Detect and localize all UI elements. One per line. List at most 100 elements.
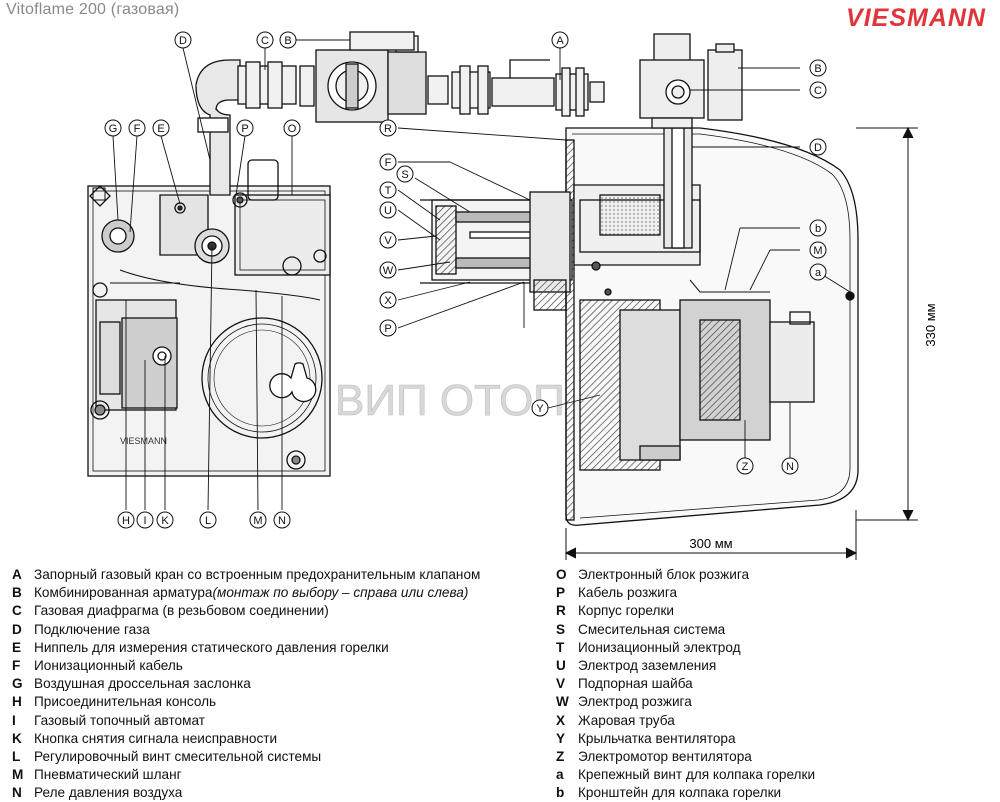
callout-P-side: P [379, 319, 397, 337]
legend-item: L Регулировочный винт смесительной систем… [12, 748, 557, 766]
legend-text: Крепежный винт для колпака горелки [578, 767, 816, 783]
gas-train [237, 31, 605, 123]
svg-text:F: F [134, 123, 141, 135]
svg-text:B: B [814, 63, 821, 75]
legend-text: Электронный блок розжига [578, 567, 750, 582]
svg-text:M: M [253, 515, 262, 527]
side-view-valve [639, 33, 743, 129]
callout-K: K [156, 511, 174, 529]
legend-letter: F [12, 657, 21, 673]
legend-text: Крыльчатка вентилятора [578, 730, 736, 746]
callout-A: A [551, 31, 569, 49]
legend-text: Регулировочный винт смесительной системы [34, 748, 322, 764]
legend-letter: R [556, 603, 566, 619]
legend-item: M Пневматический шланг [12, 766, 557, 784]
callout-L: L [199, 511, 217, 529]
legend-text: Ионизационный электрод [578, 639, 741, 655]
legend-letter: U [556, 657, 566, 673]
legend-text: Ниппель для измерения статического давле… [34, 639, 389, 655]
callout-markers: D C B A B C D R G F E P O H I K L M N F … [104, 31, 827, 529]
legend-letter: Z [556, 748, 565, 764]
callout-Z: Z [736, 457, 754, 475]
svg-text:B: B [284, 35, 291, 47]
legend-letter: V [556, 676, 566, 692]
legend-letter: T [556, 639, 565, 655]
side-view [420, 127, 859, 526]
legend-text: Жаровая труба [578, 712, 675, 728]
dimension-width: 300 мм [689, 536, 732, 551]
svg-text:E: E [157, 123, 164, 135]
callout-a: a [809, 263, 827, 281]
svg-text:P: P [241, 123, 248, 135]
callout-N-front: N [273, 511, 291, 529]
svg-text:R: R [384, 123, 392, 135]
legend-text: Кнопка снятия сигнала неисправности [34, 730, 278, 746]
legend-text: Газовый топочный автомат [34, 712, 205, 728]
legend-letter: b [556, 785, 565, 801]
svg-text:A: A [556, 35, 564, 47]
callout-B-front: B [279, 31, 297, 49]
svg-text:W: W [383, 265, 394, 277]
dimension-lines [564, 126, 918, 560]
svg-text:N: N [278, 515, 286, 527]
legend-text: Реле давления воздуха [34, 785, 183, 801]
legend-text: Ионизационный кабель [34, 657, 183, 673]
callout-E: E [152, 119, 170, 137]
legend-text: Газовая диафрагма (в резьбовом соединени… [34, 603, 329, 619]
callout-F-side: F [379, 153, 397, 171]
legend-text: Пневматический шланг [34, 767, 182, 783]
legend-text: Кабель розжига [578, 585, 678, 601]
legend-letter: E [12, 639, 22, 655]
svg-text:V: V [384, 235, 392, 247]
legend-text: Подключение газа [34, 621, 150, 637]
svg-text:X: X [384, 295, 392, 307]
svg-text:Y: Y [536, 403, 544, 415]
svg-text:F: F [385, 157, 392, 169]
callout-M-side: M [809, 241, 827, 259]
burner-diagram: ВИП ОТОПЛЕНИЕ [87, 31, 938, 560]
svg-text:L: L [205, 515, 211, 527]
callout-D-front: D [174, 31, 192, 49]
callout-W: W [379, 261, 397, 279]
callout-F-front: F [128, 119, 146, 137]
legend-letter: L [12, 748, 21, 764]
svg-text:D: D [814, 142, 822, 154]
svg-text:G: G [109, 123, 118, 135]
legend-letter: X [556, 712, 566, 728]
svg-text:C: C [261, 35, 269, 47]
svg-text:b: b [815, 223, 821, 235]
svg-text:U: U [384, 205, 392, 217]
page-title: Vitoflame 200 (газовая) [6, 1, 180, 18]
svg-text:M: M [813, 245, 822, 257]
legend-item: O Электронный блок розжига [556, 566, 1000, 584]
callout-C-side: C [809, 81, 827, 99]
svg-text:H: H [122, 515, 130, 527]
callout-Y: Y [531, 399, 549, 417]
callout-R: R [379, 119, 397, 137]
legend-letter: M [12, 767, 24, 783]
legend-letter: Y [556, 730, 566, 746]
legend-text: Присоединительная консоль [34, 694, 217, 710]
callout-C-front: C [256, 31, 274, 49]
svg-text:N: N [786, 461, 794, 473]
callout-O: O [283, 119, 301, 137]
callout-P-front: P [236, 119, 254, 137]
legend-letter: S [556, 621, 566, 637]
dimension-height: 330 мм [923, 303, 938, 346]
legend-letter: O [556, 567, 567, 582]
legend-item: T Ионизационный электрод [556, 639, 1000, 657]
